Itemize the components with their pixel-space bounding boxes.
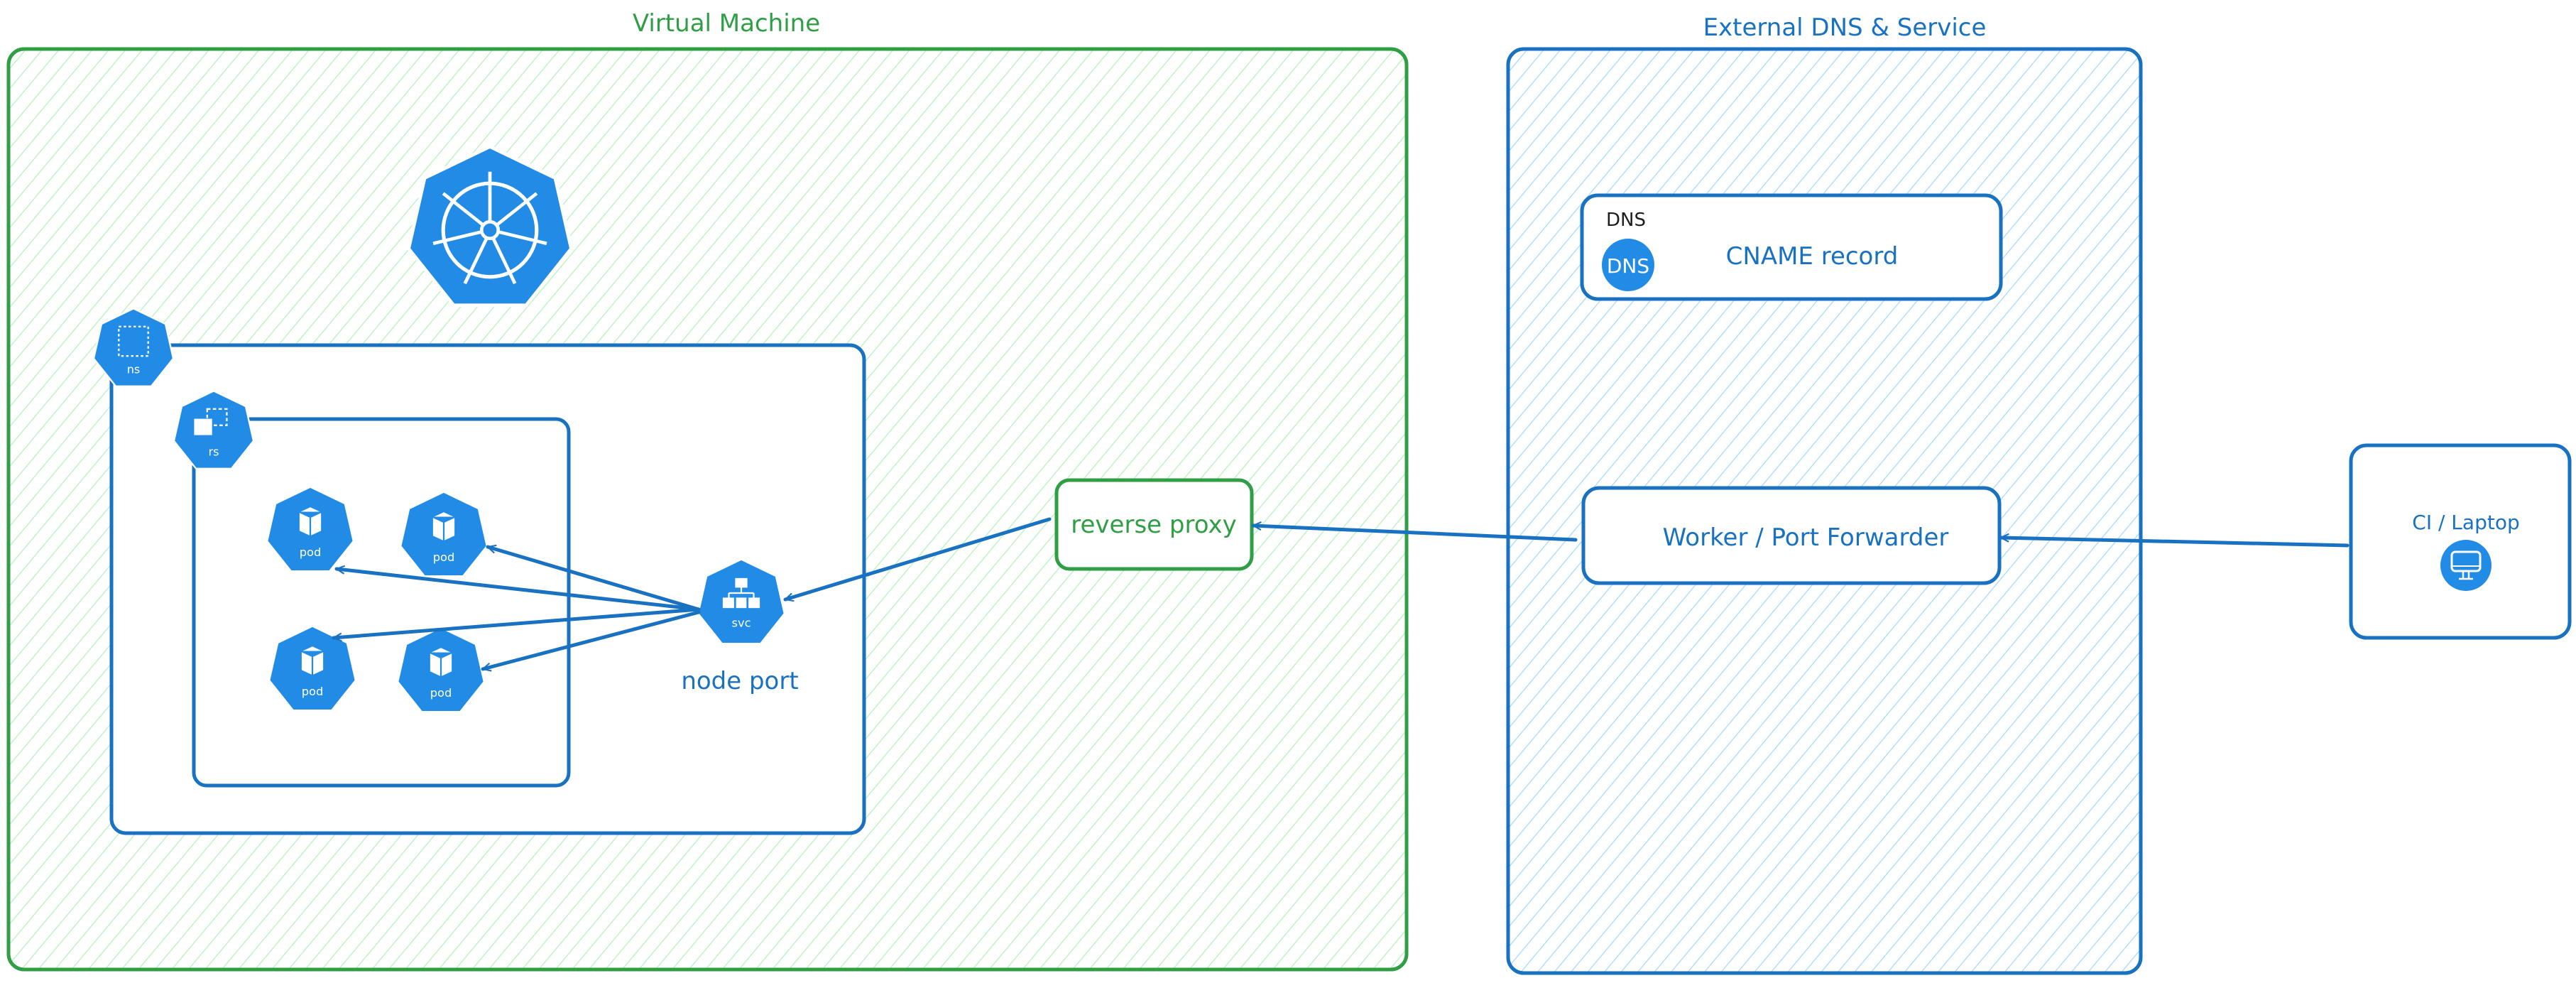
namespace-icon-label: ns xyxy=(127,362,141,376)
dns-icon-text: DNS xyxy=(1607,254,1649,278)
arrow-svc-to-pod-2 xyxy=(486,547,701,612)
pod-label: pod xyxy=(300,545,322,559)
pod-icon[interactable]: pod xyxy=(396,626,486,713)
replicaset-icon: rs xyxy=(173,390,255,469)
namespace-icon: ns xyxy=(92,308,175,387)
pod-label: pod xyxy=(430,686,452,700)
ci-laptop-label: CI / Laptop xyxy=(2412,511,2519,534)
arrow-svc-to-pod-1 xyxy=(334,569,701,612)
dns-icon: DNS xyxy=(1602,239,1654,291)
pod-label: pod xyxy=(433,550,455,564)
monitor-icon xyxy=(2440,540,2492,591)
arrow-proxy-to-svc xyxy=(783,517,1052,599)
client-group: CI / Laptop xyxy=(2349,443,2572,640)
dns-box[interactable] xyxy=(1580,193,2003,301)
arrow-svc-to-pod-3 xyxy=(332,607,701,638)
arrow-worker-to-proxy xyxy=(1251,526,1578,542)
connections xyxy=(332,517,2349,669)
worker-port-forwarder-box[interactable] xyxy=(1581,486,2002,585)
pod-icon[interactable]: pod xyxy=(399,491,489,577)
pod-icon[interactable]: pod xyxy=(266,486,355,572)
arrow-svc-to-pod-4 xyxy=(481,610,701,669)
virtual-machine-title: Virtual Machine xyxy=(633,9,820,38)
arrow-client-to-worker xyxy=(1999,538,2349,548)
pod-label: pod xyxy=(302,685,324,698)
dns-header: DNS xyxy=(1606,210,1646,231)
virtual-machine-group: Virtual Machine ns xyxy=(6,9,1409,972)
kubernetes-helm-wheel-icon xyxy=(409,147,572,305)
external-title: External DNS & Service xyxy=(1703,13,1987,42)
reverse-proxy-label: reverse proxy xyxy=(1071,511,1236,539)
cname-record-label: CNAME record xyxy=(1726,242,1899,271)
service-icon-label: svc xyxy=(731,617,751,630)
external-dns-service-group: External DNS & Service DNS DNS CNAME rec… xyxy=(1506,13,2143,975)
replicaset-icon-label: rs xyxy=(208,445,219,458)
replicaset-box[interactable] xyxy=(192,417,571,788)
service-caption: node port xyxy=(681,667,798,695)
pod-icon[interactable]: pod xyxy=(268,625,357,712)
worker-port-forwarder-label: Worker / Port Forwarder xyxy=(1663,523,1949,552)
service-icon[interactable]: svc xyxy=(697,558,786,645)
